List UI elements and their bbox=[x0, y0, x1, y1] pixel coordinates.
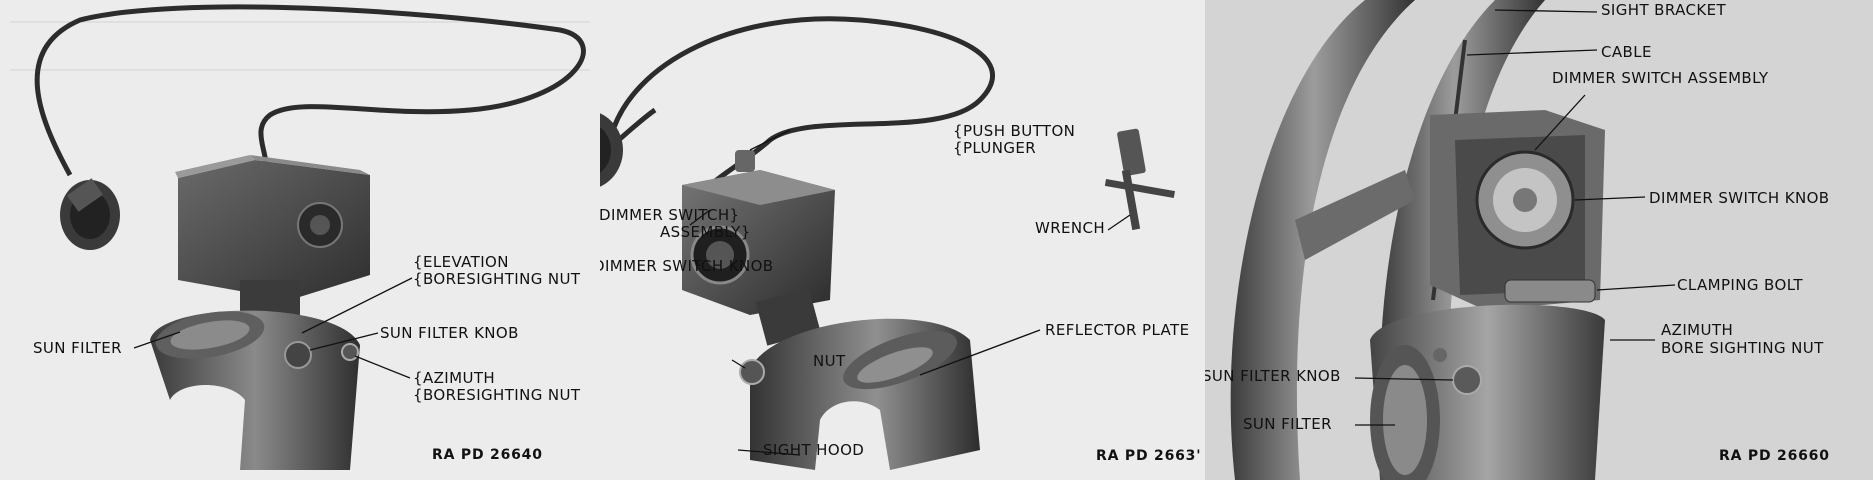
figure-caption-3: RA PD 26660 bbox=[1719, 448, 1830, 464]
label-dimmer-switch-assembly: DIMMER SWITCH ASSEMBLY bbox=[1552, 69, 1769, 87]
label-sight-bracket: SIGHT BRACKET bbox=[1601, 1, 1727, 19]
label-sun-filter: SUN FILTER bbox=[1243, 415, 1332, 433]
label-sun-filter-knob: SUN FILTER KNOB bbox=[1205, 367, 1341, 385]
cable bbox=[34, 4, 586, 177]
sight-hood bbox=[150, 310, 360, 470]
sight-illustration-3 bbox=[1205, 0, 1873, 480]
sight-bracket bbox=[1230, 0, 1415, 480]
label-push-button-2: {PLUNGER bbox=[953, 139, 1037, 157]
figure-caption-2: RA PD 2663' bbox=[1096, 448, 1202, 464]
dimmer-switch-box bbox=[682, 170, 835, 315]
label-elevation-nut-2: {BORESIGHTING NUT bbox=[413, 270, 581, 288]
label-sun-filter-knob: SUN FILTER KNOB bbox=[380, 324, 519, 342]
label-nut: NUT bbox=[813, 352, 846, 370]
label-reflector-plate: REFLECTOR PLATE bbox=[1045, 321, 1190, 339]
label-clamping-bolt: CLAMPING BOLT bbox=[1677, 276, 1803, 294]
label-azimuth-nut-2: {BORESIGHTING NUT bbox=[413, 386, 581, 404]
sight-hood bbox=[1370, 304, 1605, 480]
wrench-tool bbox=[1104, 128, 1175, 231]
label-dimmer-switch-assembly-2: ASSEMBLY} bbox=[660, 223, 751, 241]
figure-sight-assembly-front: {ELEVATION {BORESIGHTING NUT SUN FILTER … bbox=[0, 0, 600, 480]
label-azimuth-nut-1: AZIMUTH bbox=[1661, 321, 1734, 339]
label-sight-hood: SIGHT HOOD bbox=[763, 441, 865, 459]
cable-plug bbox=[60, 178, 120, 250]
figure-caption-1: RA PD 26640 bbox=[432, 447, 543, 463]
label-dimmer-switch-assembly-1: DIMMER SWITCH} bbox=[600, 206, 740, 224]
cable-plug bbox=[600, 113, 623, 187]
label-sun-filter: SUN FILTER bbox=[33, 339, 122, 357]
label-dimmer-switch-knob: DIMMER SWITCH KNOB bbox=[1649, 189, 1830, 207]
label-push-button-1: {PUSH BUTTON bbox=[953, 122, 1076, 140]
label-azimuth-nut-1: {AZIMUTH bbox=[413, 369, 496, 387]
figure-sight-mounted: SIGHT BRACKET CABLE DIMMER SWITCH ASSEMB… bbox=[1205, 0, 1873, 480]
label-elevation-nut-1: {ELEVATION bbox=[413, 253, 509, 271]
label-dimmer-switch-knob: DIMMER SWITCH KNOB bbox=[600, 257, 774, 275]
sight-illustration-2 bbox=[600, 16, 1175, 470]
cable bbox=[600, 16, 995, 192]
label-azimuth-nut-2: BORE SIGHTING NUT bbox=[1661, 339, 1824, 357]
figure-sight-assembly-side: {PUSH BUTTON {PLUNGER WRENCH DIMMER SWIT… bbox=[600, 0, 1205, 480]
sight-hood bbox=[750, 318, 980, 470]
sight-illustration-1 bbox=[10, 4, 590, 470]
dimmer-switch-box bbox=[175, 155, 370, 300]
label-cable: CABLE bbox=[1601, 43, 1652, 61]
dimmer-switch-box bbox=[1430, 110, 1605, 310]
label-wrench: WRENCH bbox=[1035, 219, 1106, 237]
